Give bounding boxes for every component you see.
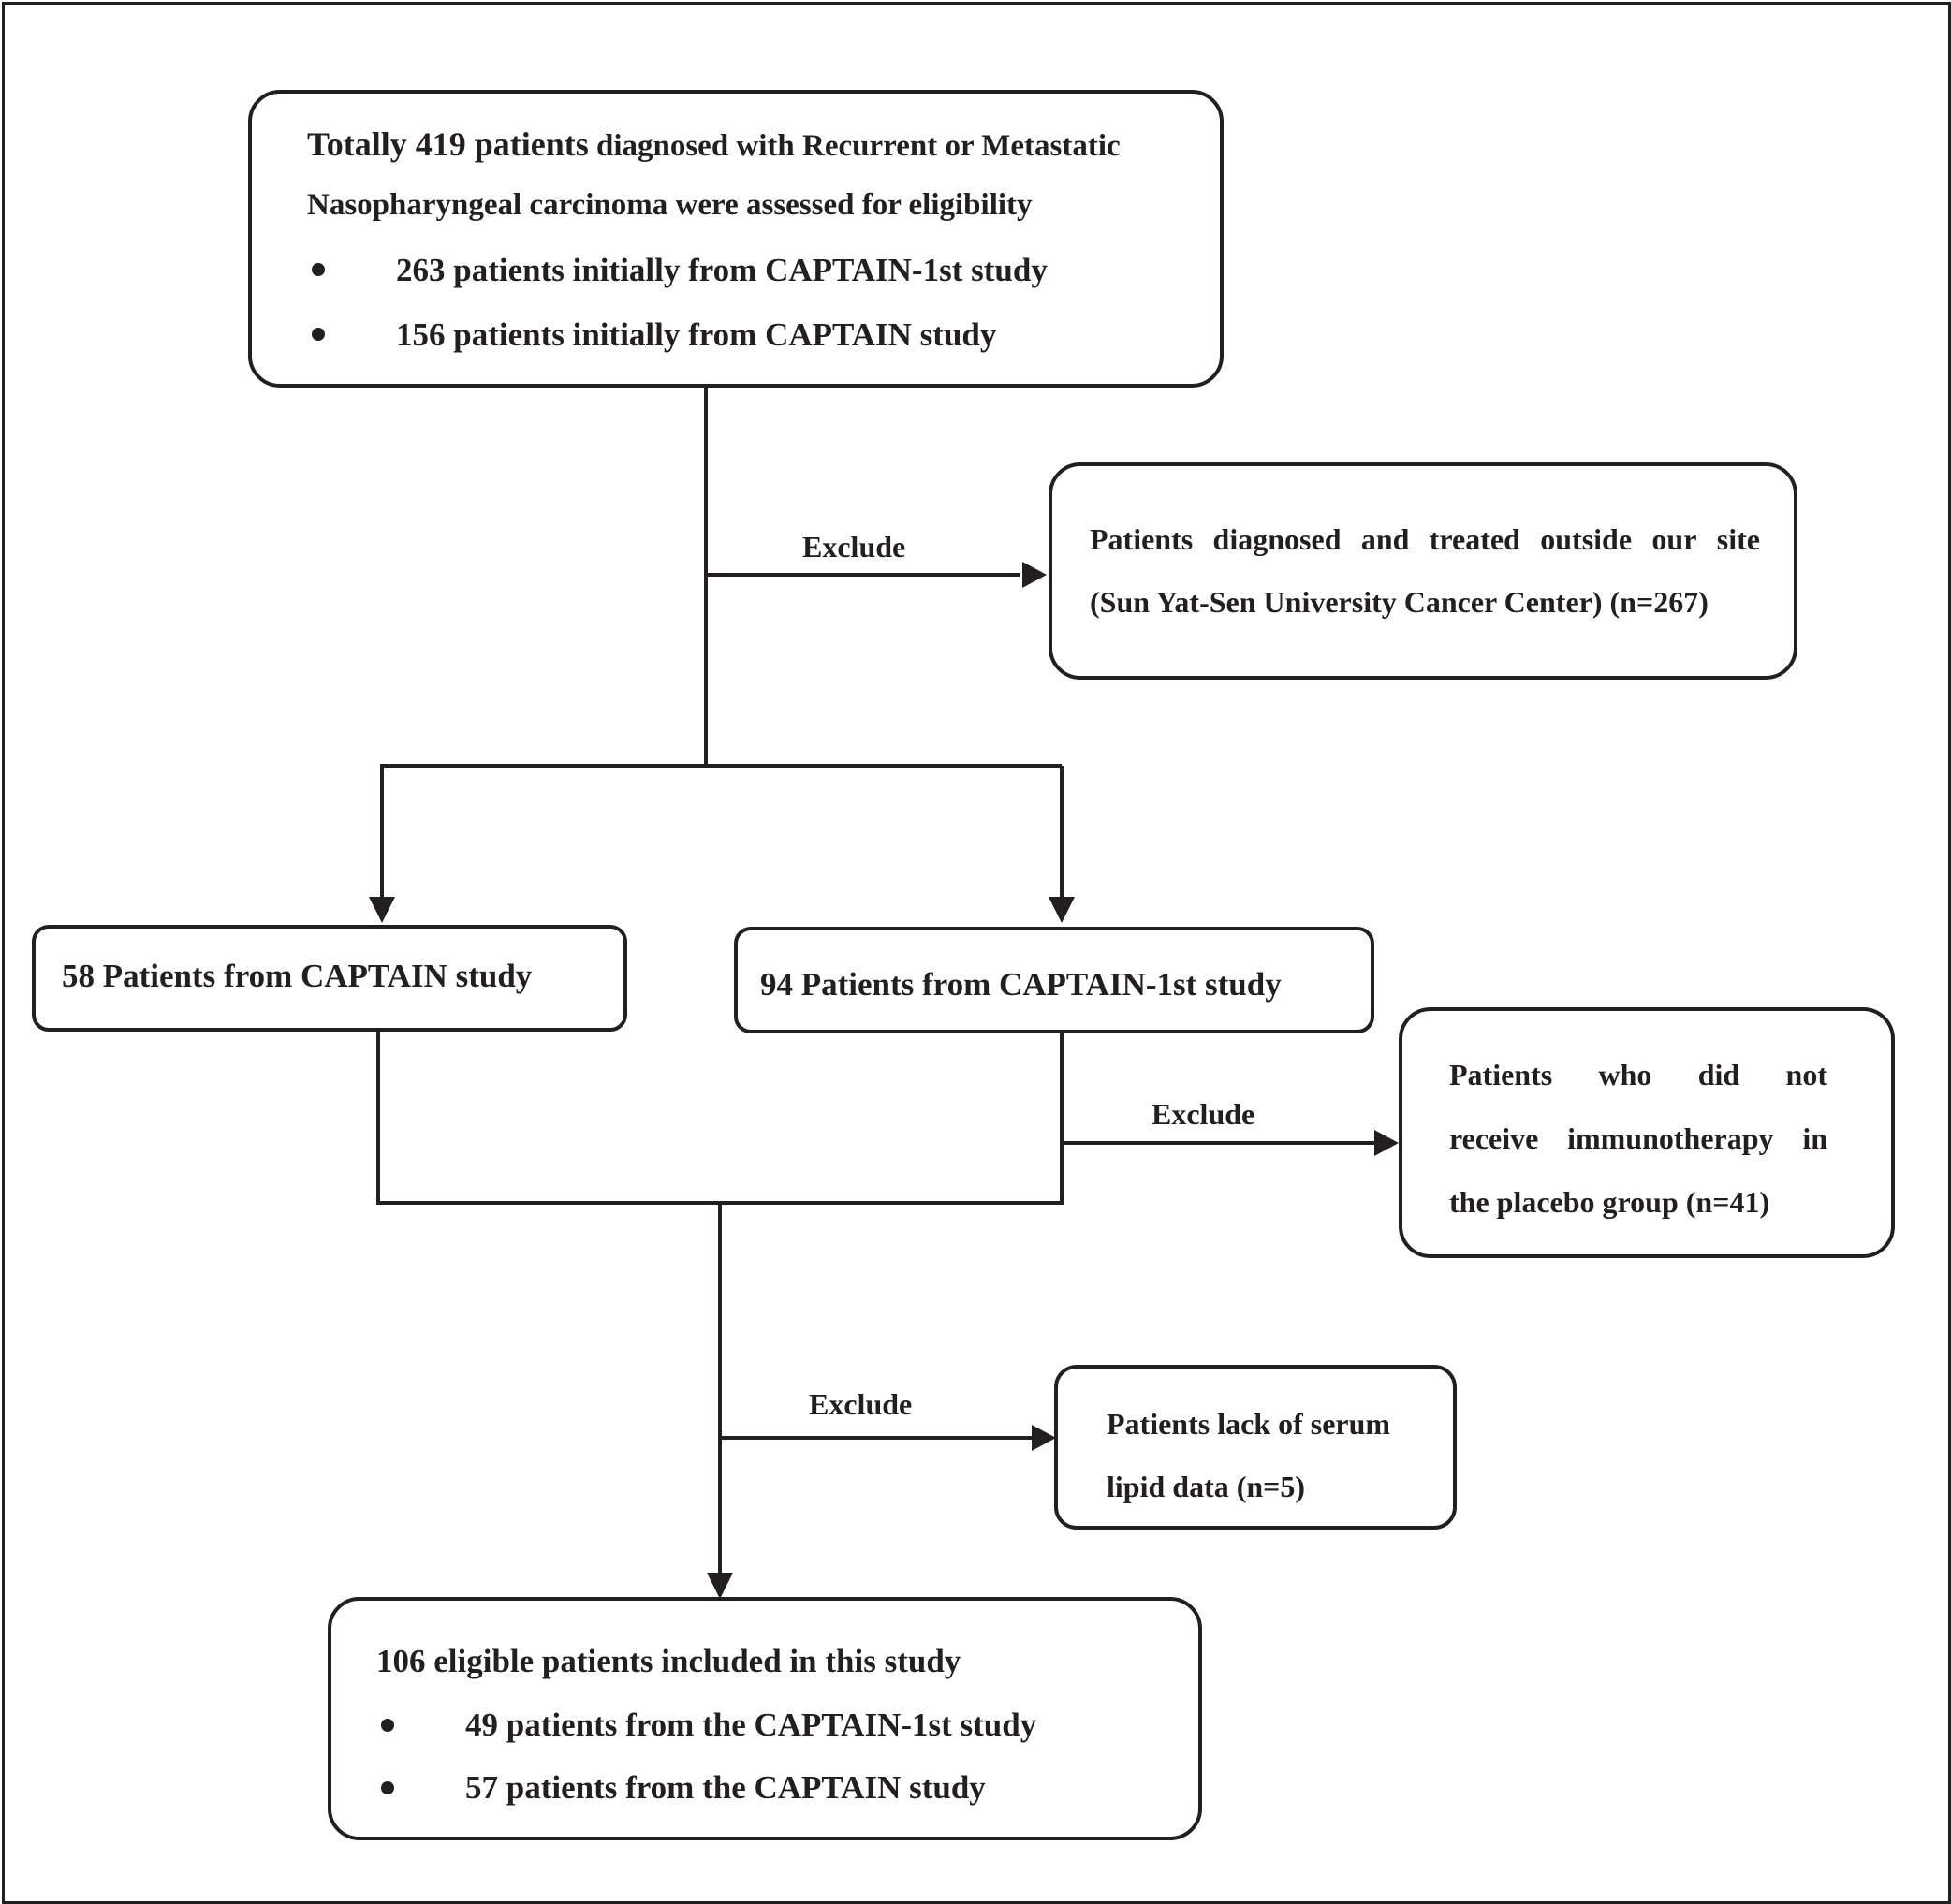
word: diagnosed — [1212, 522, 1342, 556]
eligible-bullet-1: 49 patients from the CAPTAIN-1st study — [465, 1706, 1037, 1743]
bullet-icon — [381, 1719, 394, 1732]
word: did — [1697, 1058, 1740, 1091]
word: our — [1651, 522, 1697, 556]
captain-patients-box — [32, 925, 627, 1032]
exclude-label-1: Exclude — [802, 530, 906, 564]
assessed-total: Totally 419 patients — [307, 125, 589, 163]
exclude-label-2: Exclude — [1152, 1097, 1255, 1131]
exclusion-placebo-line-2: receive immunotherapy in — [1449, 1123, 1827, 1153]
word: outside — [1540, 522, 1633, 556]
word: and — [1360, 522, 1410, 556]
arrow-to-captain1st — [1049, 897, 1075, 923]
bullet-icon — [381, 1781, 394, 1794]
exclusion-lipid-line-2: lipid data (n=5) — [1107, 1470, 1306, 1503]
exclusion-outside-site-box — [1049, 462, 1797, 680]
assessed-patients-box — [248, 90, 1224, 388]
word: not — [1785, 1058, 1827, 1091]
word: site — [1716, 522, 1760, 556]
eligible-bullet-2: 57 patients from the CAPTAIN study — [465, 1769, 986, 1806]
eligible-line-1: 106 eligible patients included in this s… — [376, 1643, 961, 1679]
assessed-bullet-1: 263 patients initially from CAPTAIN-1st … — [396, 252, 1048, 288]
eligible-patients-box — [328, 1597, 1202, 1840]
word: Patients — [1090, 522, 1194, 556]
word: Patients — [1449, 1058, 1553, 1091]
word: immunotherapy — [1567, 1121, 1774, 1155]
captain-patients-text: 58 Patients from CAPTAIN study — [62, 958, 533, 994]
arrow-to-exclusion3 — [1032, 1425, 1056, 1451]
exclude-label-3: Exclude — [809, 1387, 913, 1421]
captain1st-patients-box — [734, 927, 1374, 1033]
word: who — [1598, 1058, 1652, 1091]
exclusion-placebo-line-3: the placebo group (n=41) — [1449, 1185, 1770, 1219]
arrow-to-exclusion2 — [1374, 1130, 1399, 1156]
assessed-bullet-2: 156 patients initially from CAPTAIN stud… — [396, 316, 997, 353]
assessed-line-2: Nasopharyngeal carcinoma were assessed f… — [307, 188, 1033, 222]
captain1st-patients-text: 94 Patients from CAPTAIN-1st study — [760, 966, 1282, 1003]
word: in — [1802, 1121, 1827, 1155]
word: receive — [1449, 1121, 1539, 1155]
assessed-diagnosis: diagnosed with Recurrent or Metastatic — [588, 129, 1121, 163]
exclusion-lipid-box — [1054, 1365, 1457, 1530]
bullet-icon — [312, 328, 325, 341]
exclusion-lipid-line-1: Patients lack of serum — [1107, 1407, 1391, 1441]
arrow-to-final — [707, 1573, 733, 1599]
arrow-to-exclusion1 — [1022, 562, 1047, 588]
arrow-to-captain — [369, 897, 395, 923]
exclusion-outside-site-line-1: Patients diagnosed and treated outside o… — [1090, 524, 1760, 554]
exclusion-placebo-box — [1399, 1007, 1895, 1258]
assessed-line-1: Totally 419 patients diagnosed with Recu… — [307, 127, 1121, 162]
bullet-icon — [312, 263, 325, 276]
word: treated — [1429, 522, 1520, 556]
exclusion-placebo-line-1: Patients who did not — [1449, 1060, 1827, 1090]
exclusion-outside-site-line-2: (Sun Yat-Sen University Cancer Center) (… — [1090, 585, 1709, 619]
